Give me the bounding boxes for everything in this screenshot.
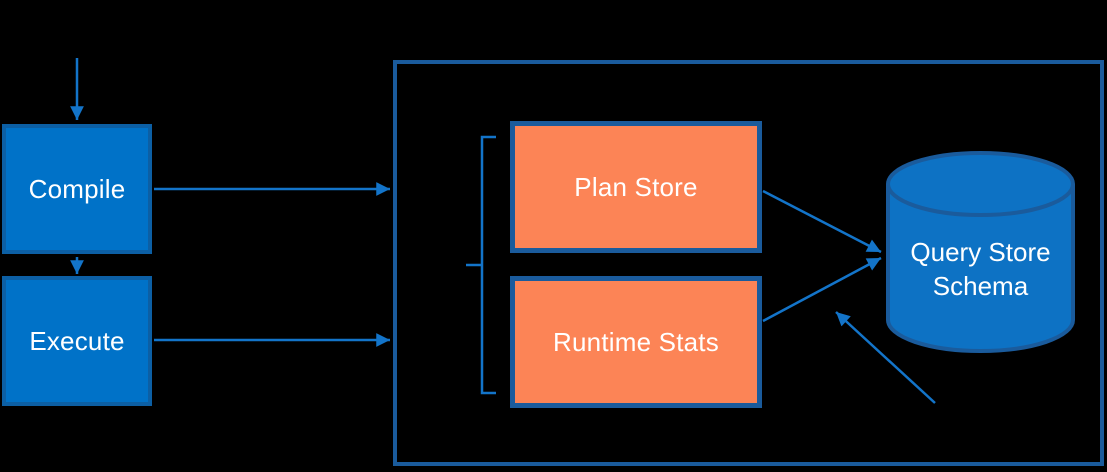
- node-execute-label: Execute: [29, 325, 125, 356]
- query-store-container-box: [393, 60, 1104, 466]
- database-cylinder: [886, 151, 1075, 353]
- arrow-plan-store-to-schema: [762, 189, 882, 254]
- node-compile: Compile: [2, 124, 152, 254]
- query-store-schema-line2: Schema: [932, 271, 1029, 301]
- node-execute: Execute: [2, 276, 152, 406]
- cylinder-top: [886, 151, 1075, 217]
- node-compile-label: Compile: [28, 173, 126, 204]
- arrow-runtime-stats-to-schema: [762, 256, 882, 323]
- node-plan-store-label: Plan Store: [574, 171, 698, 202]
- node-plan-store: Plan Store: [510, 121, 762, 253]
- query-store-schema-line1: Query Store: [910, 237, 1051, 267]
- node-runtime-stats: Runtime Stats: [510, 276, 762, 408]
- node-query-store-schema-label: Query Store Schema: [885, 235, 1076, 303]
- arrow-from-lower-right: [835, 311, 936, 404]
- cylinder-body: [886, 184, 1075, 353]
- group-bracket: [466, 135, 496, 395]
- node-runtime-stats-label: Runtime Stats: [553, 326, 719, 357]
